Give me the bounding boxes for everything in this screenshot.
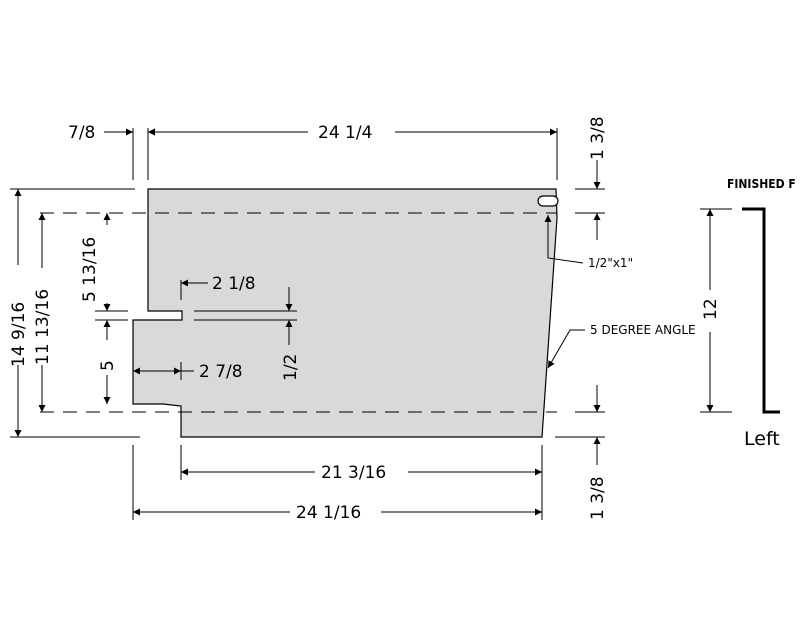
slot-opening [537,195,559,207]
side-view: FINISHED F 12 Left [700,177,796,450]
dim-overall-height: 14 9/16 [9,302,29,367]
dim-notch-depth-bottom: 2 7/8 [199,362,243,382]
slot-callout: 1/2"x1" [588,256,633,270]
dimension-lines [14,128,601,516]
dim-top-left-width: 7/8 [68,123,95,143]
dim-top-width: 24 1/4 [318,123,372,143]
side-profile [742,207,780,414]
dim-notch-depth-top: 2 1/8 [212,274,256,294]
dim-bottom-width: 24 1/16 [296,503,361,523]
side-view-height: 12 [701,298,721,320]
dim-bottom-inner-width: 21 3/16 [321,463,386,483]
dim-inner-height: 11 13/16 [33,289,53,365]
dim-lower-height: 5 [98,360,118,371]
side-view-label: Left [744,428,780,450]
callout-leaders [544,215,585,369]
side-view-title: FINISHED F [727,177,796,191]
dim-top-right-offset: 1 3/8 [588,116,608,160]
dim-bottom-right-offset: 1 3/8 [588,476,608,520]
dim-notch-gap: 1/2 [281,354,301,381]
angle-callout: 5 DEGREE ANGLE [590,323,696,337]
dim-upper-height: 5 13/16 [80,237,100,302]
panel-shape [132,188,558,438]
extension-lines [10,128,605,520]
